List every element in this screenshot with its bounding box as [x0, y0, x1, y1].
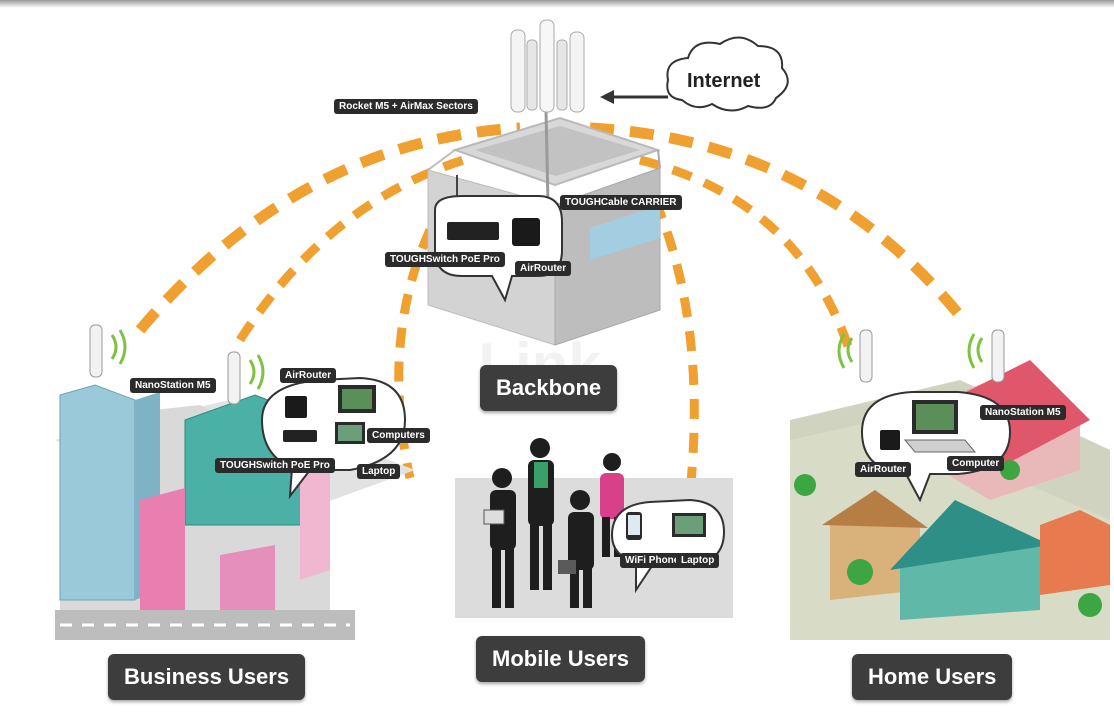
airrouter-icon: [512, 218, 540, 246]
wifi-phone-label: WiFi Phone: [620, 553, 685, 568]
link-home-outer: [589, 122, 970, 326]
nanostation-home-label: NanoStation M5: [980, 405, 1066, 420]
business-switch-icon: [283, 430, 317, 442]
home-users-scene: [790, 329, 1110, 640]
business-airrouter-icon: [285, 396, 307, 418]
home-airrouter-icon: [880, 430, 900, 450]
internet-cloud-icon: [666, 36, 789, 112]
home-nanostation-antenna-icon: [859, 329, 873, 383]
laptop-business-label: Laptop: [357, 464, 401, 479]
toughcable-label: TOUGHCable CARRIER: [560, 195, 682, 210]
airrouter-business-label: AirRouter: [280, 368, 337, 383]
computers-business-label: Computers: [367, 428, 430, 443]
business-users-scene: [55, 324, 415, 640]
business-users-label: Business Users: [108, 654, 306, 700]
nanostation-antenna-icon-2: [227, 351, 241, 405]
computer-home-label: Computer: [947, 456, 1005, 471]
sector-antennas-icon: [510, 19, 585, 206]
toughswitch-business-label: TOUGHSwitch PoE Pro: [215, 458, 335, 473]
laptop-mobile-label: Laptop: [676, 553, 720, 568]
nanostation-antenna-icon: [89, 324, 103, 378]
link-business-inner: [236, 153, 472, 343]
backbone-label: Backbone: [480, 365, 618, 411]
wireless-links: [135, 122, 970, 511]
internet-label: Internet: [687, 70, 761, 92]
rocket-sectors-label: Rocket M5 + AirMax Sectors: [334, 99, 478, 114]
airrouter-home-label: AirRouter: [855, 462, 912, 477]
home-nanostation-antenna-icon-2: [991, 329, 1005, 383]
internet-arrow: [600, 90, 668, 104]
link-mobile-right: [650, 198, 699, 511]
link-mobile-left: [394, 228, 435, 479]
toughswitch-backbone-label: TOUGHSwitch PoE Pro: [385, 252, 505, 267]
mobile-users-label: Mobile Users: [476, 636, 645, 682]
nanostation-business-label: NanoStation M5: [130, 378, 216, 393]
home-users-label: Home Users: [852, 654, 1013, 700]
toughswitch-icon: [447, 222, 499, 240]
link-home-inner: [638, 155, 855, 354]
airrouter-backbone-label: AirRouter: [515, 261, 572, 276]
